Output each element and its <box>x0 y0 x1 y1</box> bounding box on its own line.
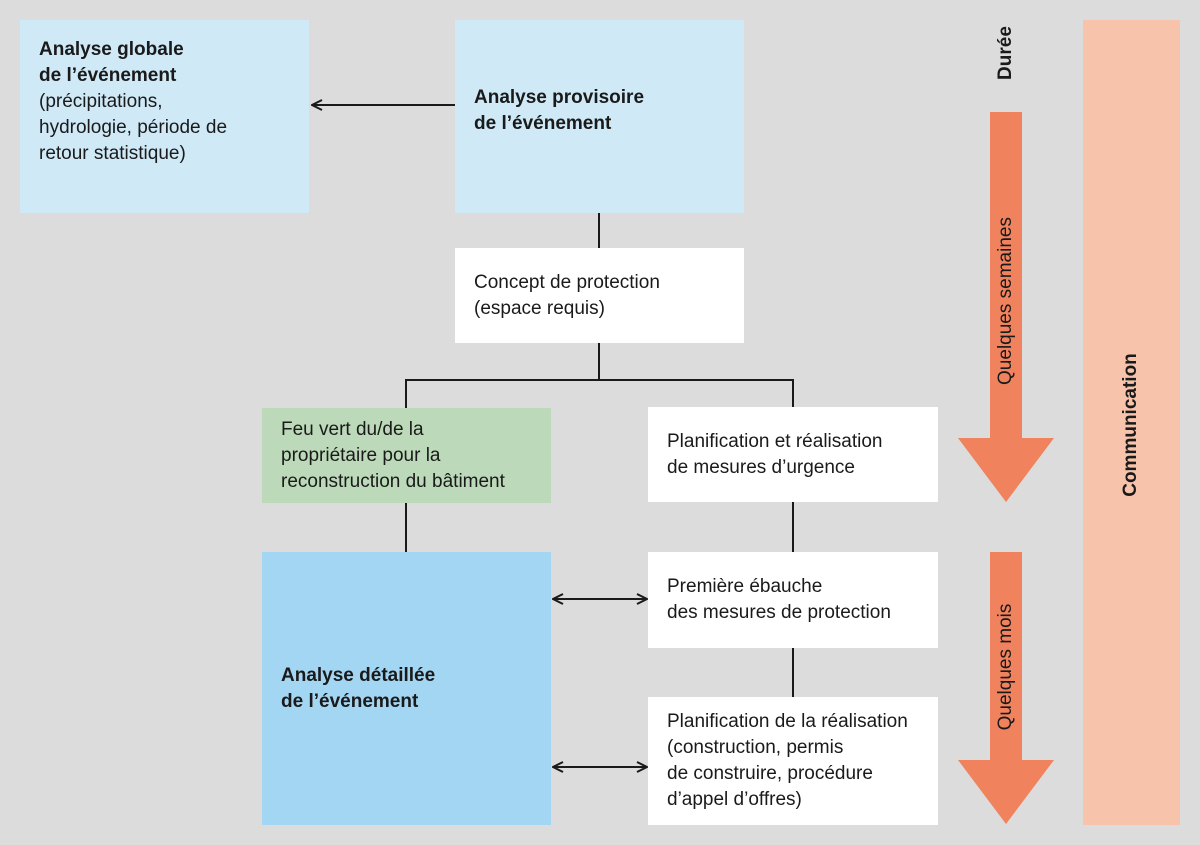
realisation-line-4: d’appel d’offres) <box>667 789 802 810</box>
analyse-globale-title-2: de l’événement <box>39 65 177 86</box>
box-analyse-globale: Analyse globale de l’événement (précipit… <box>20 20 309 213</box>
box-analyse-detaillee: Analyse détaillée de l’événement <box>262 552 551 825</box>
box-concept-protection: Concept de protection (espace requis) <box>455 248 744 343</box>
concept-line-1: Concept de protection <box>474 271 660 293</box>
box-feu-vert: Feu vert du/de la propriétaire pour la r… <box>262 408 551 503</box>
feu-vert-line-1: Feu vert du/de la <box>281 418 424 440</box>
analyse-provisoire-title-1: Analyse provisoire <box>474 87 645 108</box>
duration-phase-weeks-label: Quelques semaines <box>995 217 1016 385</box>
realisation-line-2: (construction, permis <box>667 737 844 758</box>
duration-arrow-months <box>958 552 1054 824</box>
duration-arrow-weeks <box>958 112 1054 502</box>
realisation-line-3: de construire, procédure <box>667 763 873 784</box>
analyse-provisoire-title-2: de l’événement <box>474 113 612 134</box>
analyse-globale-detail-3: retour statistique) <box>39 143 186 164</box>
feu-vert-line-2: propriétaire pour la <box>281 444 441 466</box>
analyse-globale-title-1: Analyse globale <box>39 39 184 60</box>
box-analyse-provisoire: Analyse provisoire de l’événement <box>455 20 744 213</box>
duration-phase-months-label: Quelques mois <box>995 603 1016 731</box>
duration-heading: Durée <box>995 26 1016 80</box>
analyse-globale-detail-1: (précipitations, <box>39 91 163 112</box>
urgence-line-2: de mesures d’urgence <box>667 456 855 478</box>
communication-label: Communication <box>1120 353 1141 497</box>
analyse-detaillee-title-1: Analyse détaillée <box>281 664 436 686</box>
realisation-line-1: Planification de la réalisation <box>667 711 908 732</box>
concept-line-2: (espace requis) <box>474 297 605 319</box>
box-planification-realisation: Planification de la réalisation (constru… <box>648 697 938 825</box>
line-concept-branch <box>405 343 794 408</box>
feu-vert-line-3: reconstruction du bâtiment <box>281 470 505 492</box>
box-mesures-urgence: Planification et réalisation de mesures … <box>648 407 938 502</box>
ebauche-line-1: Première ébauche <box>667 576 823 597</box>
communication-bar <box>1083 20 1180 825</box>
urgence-line-1: Planification et réalisation <box>667 430 883 452</box>
ebauche-line-2: des mesures de protection <box>667 602 891 623</box>
analyse-globale-detail-2: hydrologie, période de <box>39 117 228 138</box>
box-premiere-ebauche: Première ébauche des mesures de protecti… <box>648 552 938 648</box>
analyse-detaillee-title-2: de l’événement <box>281 690 419 712</box>
